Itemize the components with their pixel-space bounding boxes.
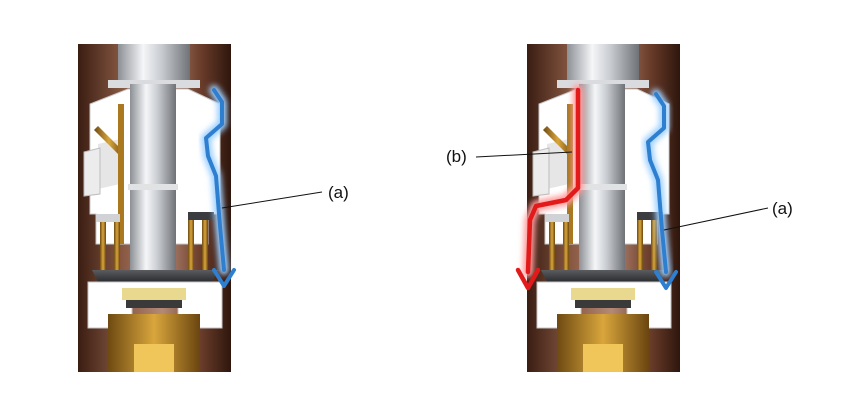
callout-label-b: (b) [446, 147, 467, 166]
callout-label-a-right: (a) [772, 199, 793, 218]
leader-line-a-left [221, 191, 323, 209]
leader-line-b [475, 151, 573, 158]
leader-line-a-right [663, 207, 769, 231]
cutaway-left [77, 43, 232, 373]
callout-label-a-left: (a) [328, 183, 349, 202]
flow-arrow-a-left [201, 85, 236, 288]
flow-arrow-b-right [515, 84, 584, 291]
flow-arrow-a-right [643, 89, 678, 290]
